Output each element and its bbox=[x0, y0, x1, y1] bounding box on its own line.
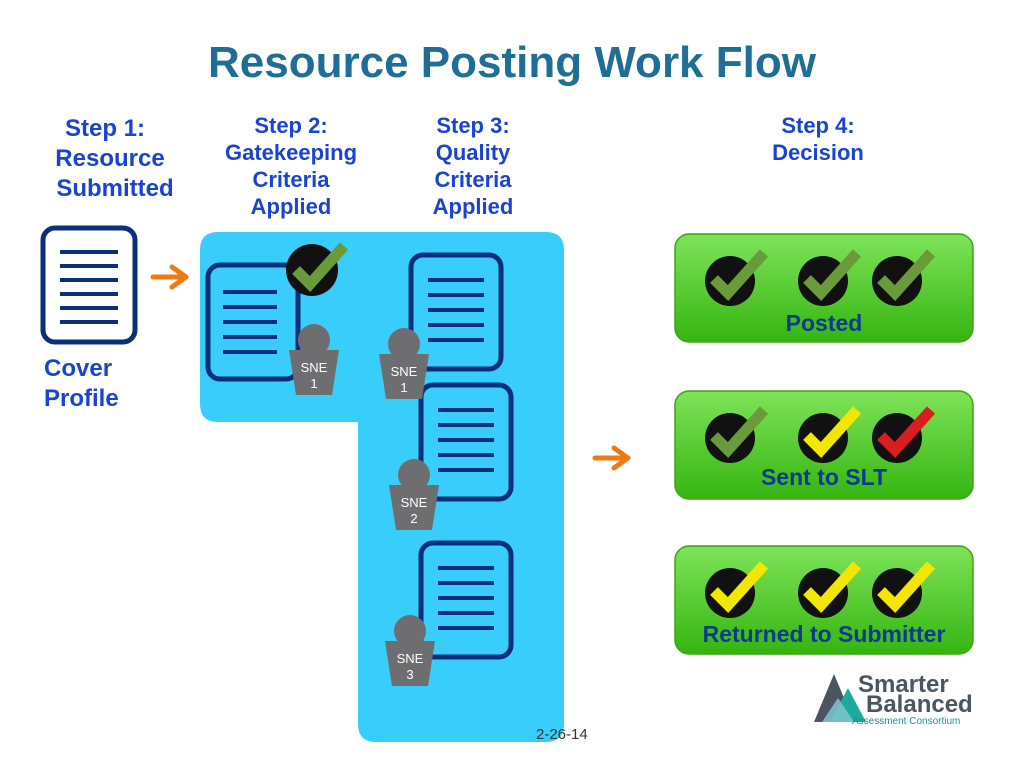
step-4-heading: Step 4: Decision bbox=[748, 112, 888, 166]
person-icon bbox=[289, 324, 339, 395]
gatekeeping-check-icon bbox=[286, 242, 349, 296]
slide-date: 2-26-14 bbox=[536, 726, 588, 743]
step-4-label: Step 4: bbox=[781, 113, 855, 138]
decision-label: Sent to SLT bbox=[760, 464, 888, 490]
reviewer-role: SNE bbox=[400, 495, 428, 510]
cover-profile-document-icon bbox=[40, 225, 138, 345]
reviewer-number: 2 bbox=[410, 511, 418, 526]
reviewer-quality-2: SNE 2 bbox=[388, 458, 440, 532]
step-1-line-3: Submitted bbox=[56, 175, 174, 202]
step-3-line-4: Applied bbox=[432, 194, 514, 219]
step-2-line-4: Applied bbox=[250, 194, 332, 219]
reviewer-role: SNE bbox=[390, 364, 418, 379]
check-red-icon bbox=[872, 406, 936, 463]
step-3-line-2: Quality bbox=[435, 140, 511, 165]
logo-line-1: Smarter bbox=[858, 671, 949, 698]
check-green-icon bbox=[705, 249, 769, 306]
reviewer-label: SNE 1 bbox=[288, 360, 340, 392]
step-2-line-2: Gatekeeping bbox=[224, 140, 358, 165]
smarter-balanced-logo: Smarter Balanced Assessment Consortium bbox=[814, 671, 973, 727]
decision-box-2: Sent to SLT bbox=[674, 390, 974, 500]
check-yellow-icon bbox=[872, 561, 936, 618]
quality-document-2-icon bbox=[418, 382, 514, 502]
step-2-heading: Step 2: Gatekeeping Criteria Applied bbox=[215, 112, 367, 220]
logo-line-3: Assessment Consortium bbox=[852, 716, 960, 727]
reviewer-label: SNE 3 bbox=[384, 651, 436, 683]
step-3-heading: Step 3: Quality Criteria Applied bbox=[410, 112, 536, 220]
reviewer-gatekeeping: SNE 1 bbox=[288, 323, 340, 397]
decision-box-3: Returned to Submitter bbox=[674, 545, 974, 655]
logo-line-2: Balanced bbox=[866, 691, 973, 718]
reviewer-number: 1 bbox=[400, 380, 408, 395]
cover-profile-line-2: Profile bbox=[44, 385, 119, 412]
check-green-icon bbox=[798, 249, 862, 306]
step-3-line-3: Criteria bbox=[434, 167, 512, 192]
person-icon bbox=[389, 459, 439, 530]
step-1-label: Step 1: bbox=[64, 115, 145, 142]
decision-box-background bbox=[674, 545, 974, 655]
decision-box-background bbox=[674, 390, 974, 500]
cover-profile-label: Cover Profile bbox=[44, 354, 154, 414]
decision-label: Posted bbox=[785, 310, 863, 336]
check-yellow-icon bbox=[705, 561, 769, 618]
decision-box-background bbox=[674, 233, 974, 343]
check-green-icon bbox=[705, 406, 769, 463]
arrow-to-decision-icon bbox=[592, 445, 631, 471]
step-2-label: Step 2: bbox=[254, 113, 328, 138]
cover-profile-line-1: Cover bbox=[44, 355, 113, 382]
step-4-line-2: Decision bbox=[772, 140, 864, 165]
reviewer-number: 1 bbox=[310, 376, 318, 391]
reviewer-role: SNE bbox=[396, 651, 424, 666]
check-green-icon bbox=[872, 249, 936, 306]
reviewer-number: 3 bbox=[406, 667, 414, 682]
decision-label: Returned to Submitter bbox=[702, 621, 946, 647]
reviewer-quality-3: SNE 3 bbox=[384, 614, 436, 688]
step-1-line-2: Resource bbox=[55, 145, 165, 172]
check-yellow-icon bbox=[798, 406, 862, 463]
page-title: Resource Posting Work Flow bbox=[208, 38, 816, 87]
arrow-to-gatekeeping-icon bbox=[150, 264, 189, 290]
quality-document-1-icon bbox=[408, 252, 504, 372]
check-yellow-icon bbox=[798, 561, 862, 618]
reviewer-label: SNE 1 bbox=[378, 364, 430, 396]
reviewer-label: SNE 2 bbox=[388, 495, 440, 527]
reviewer-quality-1: SNE 1 bbox=[378, 327, 430, 401]
step-2-line-3: Criteria bbox=[252, 167, 330, 192]
step-1-heading: Step 1: Resource Submitted bbox=[40, 114, 180, 204]
quality-document-3-icon bbox=[418, 540, 514, 660]
decision-box-1: Posted bbox=[674, 233, 974, 343]
person-icon bbox=[385, 615, 435, 686]
reviewer-role: SNE bbox=[300, 360, 328, 375]
gatekeeping-document-icon bbox=[205, 262, 301, 382]
person-icon bbox=[379, 328, 429, 399]
step-3-label: Step 3: bbox=[436, 113, 510, 138]
